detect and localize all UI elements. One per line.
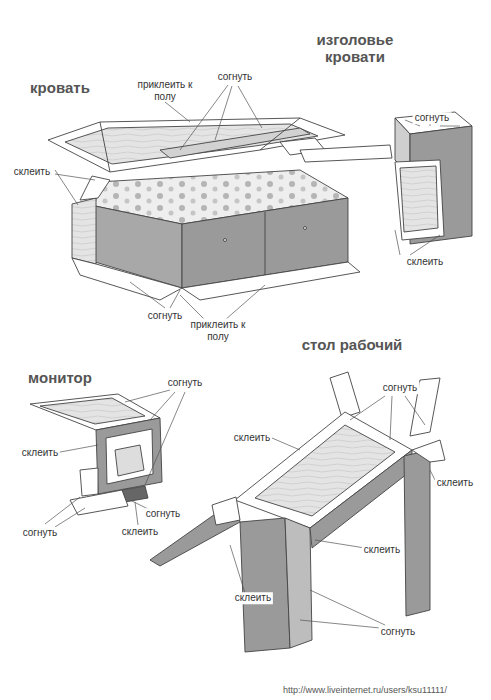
instruction-label: склеить: [120, 526, 160, 538]
desk-left-leg-side: [285, 518, 312, 648]
monitor-top-panel: [40, 398, 145, 424]
instruction-label: склеить: [12, 166, 52, 178]
instruction-label: склеить: [435, 477, 475, 489]
bed-lid-panel: [65, 124, 318, 164]
monitor-case: [96, 418, 162, 494]
desk-front-rail: [310, 450, 412, 548]
drawer-knob: [224, 239, 227, 242]
instruction-label: склеить: [362, 544, 402, 556]
instruction-label: согнуть: [381, 382, 420, 394]
headboard-tab: [300, 145, 392, 162]
instruction-label: склеить: [20, 447, 60, 459]
instruction-label: согнуть: [146, 310, 185, 322]
desk-back-flap: [330, 372, 360, 418]
bed-lid: [48, 118, 345, 172]
desk-right-leg: [404, 450, 430, 616]
monitor-image: [115, 445, 144, 476]
instruction-label: согнуть: [216, 71, 255, 83]
instruction-label: склеить: [232, 432, 272, 444]
glue-tab: [412, 440, 445, 462]
drawer-knob: [304, 227, 307, 230]
part-heading: изголовье кровати: [303, 31, 407, 66]
floor-flap: [182, 262, 360, 300]
part-heading: кровать: [28, 79, 92, 96]
monitor-screen: [106, 429, 153, 484]
part-heading: монитор: [26, 369, 94, 386]
watermark: http://www.liveinternet.ru/users/ksu1111…: [281, 685, 449, 695]
monitor-base-flap: [70, 490, 128, 515]
instruction-label: склеить: [405, 256, 445, 268]
instruction-label: согнуть: [144, 508, 183, 520]
headboard-panel: [400, 166, 438, 232]
bed-end-panel: [72, 198, 96, 264]
instruction-label: приклеить к полу: [186, 319, 250, 342]
instruction-label: согнуть: [413, 112, 452, 124]
monitor-side-flap: [80, 468, 98, 496]
drawer-line: [265, 212, 266, 275]
part-heading: стол рабочий: [300, 336, 405, 353]
fold-line: [100, 122, 110, 172]
glue-tab: [212, 497, 240, 525]
floor-flap: [72, 258, 182, 300]
desk-top: [255, 425, 395, 516]
instruction-label: согнуть: [21, 527, 60, 539]
instruction-label: склеить: [233, 592, 273, 604]
instruction-label: согнуть: [379, 626, 418, 638]
instruction-label: приклеить к полу: [133, 79, 197, 102]
instruction-label: согнуть: [166, 377, 205, 389]
desk-left-leg: [240, 518, 290, 652]
headboard-inner: [395, 160, 444, 240]
leader-lines: [45, 85, 460, 628]
glue-tab: [80, 176, 110, 200]
